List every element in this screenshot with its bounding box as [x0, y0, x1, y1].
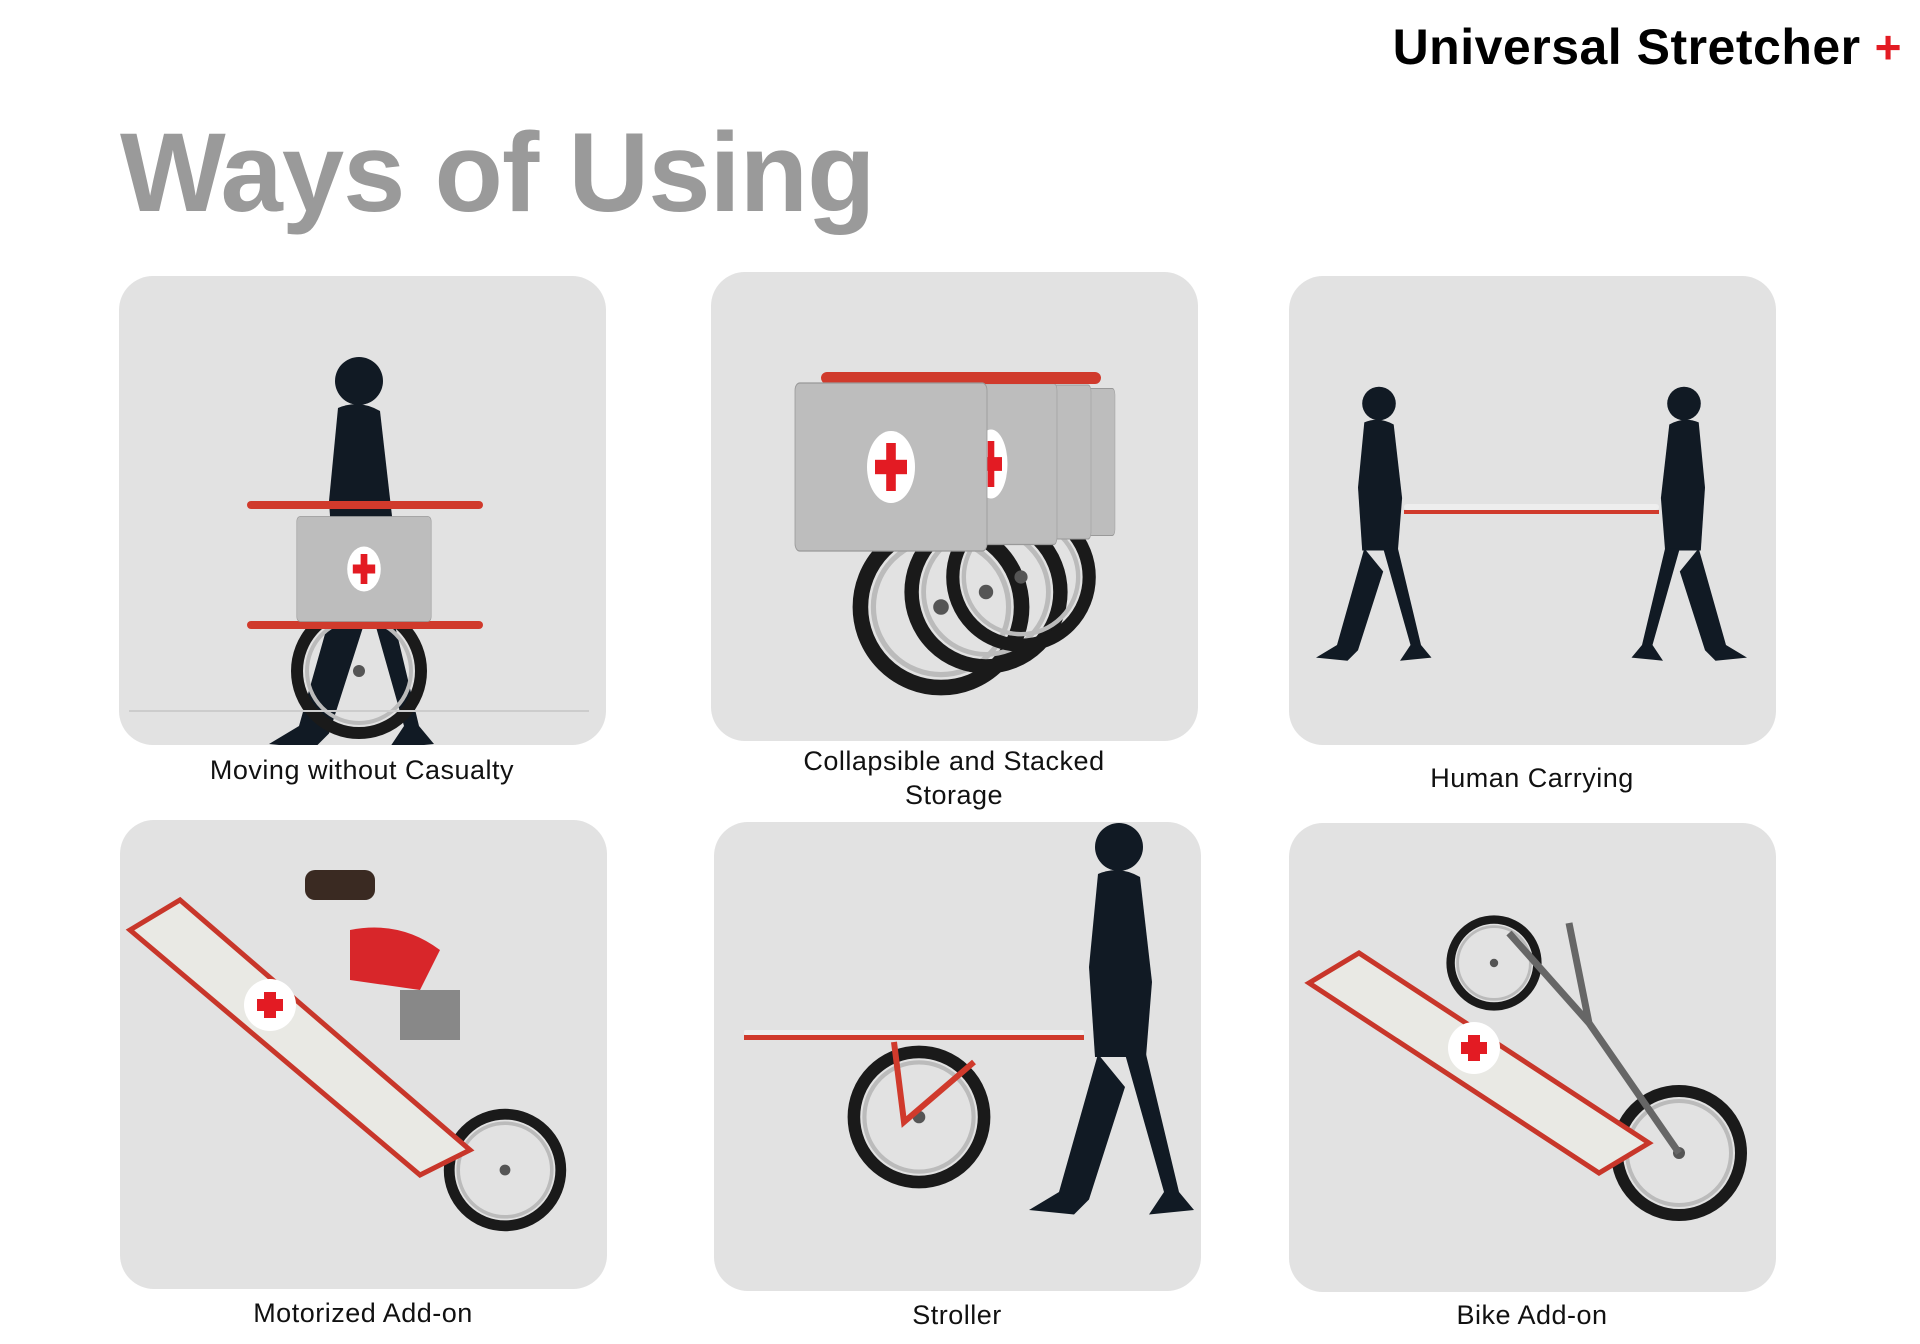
card-collapsible-stacked-storage [711, 272, 1198, 741]
caption-collapsible-stacked-storage: Collapsible and Stacked Storage [674, 744, 1234, 812]
caption-line-1: Collapsible and Stacked [803, 746, 1105, 776]
brand-title: Universal Stretcher + [1393, 18, 1902, 76]
card-stroller [714, 822, 1201, 1291]
caption-moving-without-casualty: Moving without Casualty [209, 755, 515, 785]
brand-name: Universal Stretcher [1392, 19, 1861, 75]
red-cross-icon: + [1874, 21, 1902, 73]
person-pushing-stroller-image [744, 823, 1194, 1215]
two-people-carrying-image [1316, 386, 1747, 661]
stacked-stretchers-image [794, 372, 1116, 741]
page-title: Ways of Using [120, 110, 875, 235]
bicycle-with-stretcher-image [1304, 823, 1776, 1292]
card-motorized-add-on [120, 820, 607, 1289]
caption-line-2: Storage [904, 780, 1004, 810]
caption-bike-add-on: Bike Add-on [1456, 1300, 1608, 1330]
person-walking-with-stretcher-image [129, 357, 589, 745]
caption-stroller: Stroller [912, 1300, 1002, 1330]
caption-motorized-add-on: Motorized Add-on [253, 1298, 473, 1328]
caption-human-carrying: Human Carrying [1430, 763, 1634, 793]
card-human-carrying [1289, 276, 1776, 745]
card-moving-without-casualty [119, 276, 606, 745]
card-bike-add-on [1289, 823, 1776, 1292]
motorcycle-with-stretcher-image [125, 870, 607, 1289]
